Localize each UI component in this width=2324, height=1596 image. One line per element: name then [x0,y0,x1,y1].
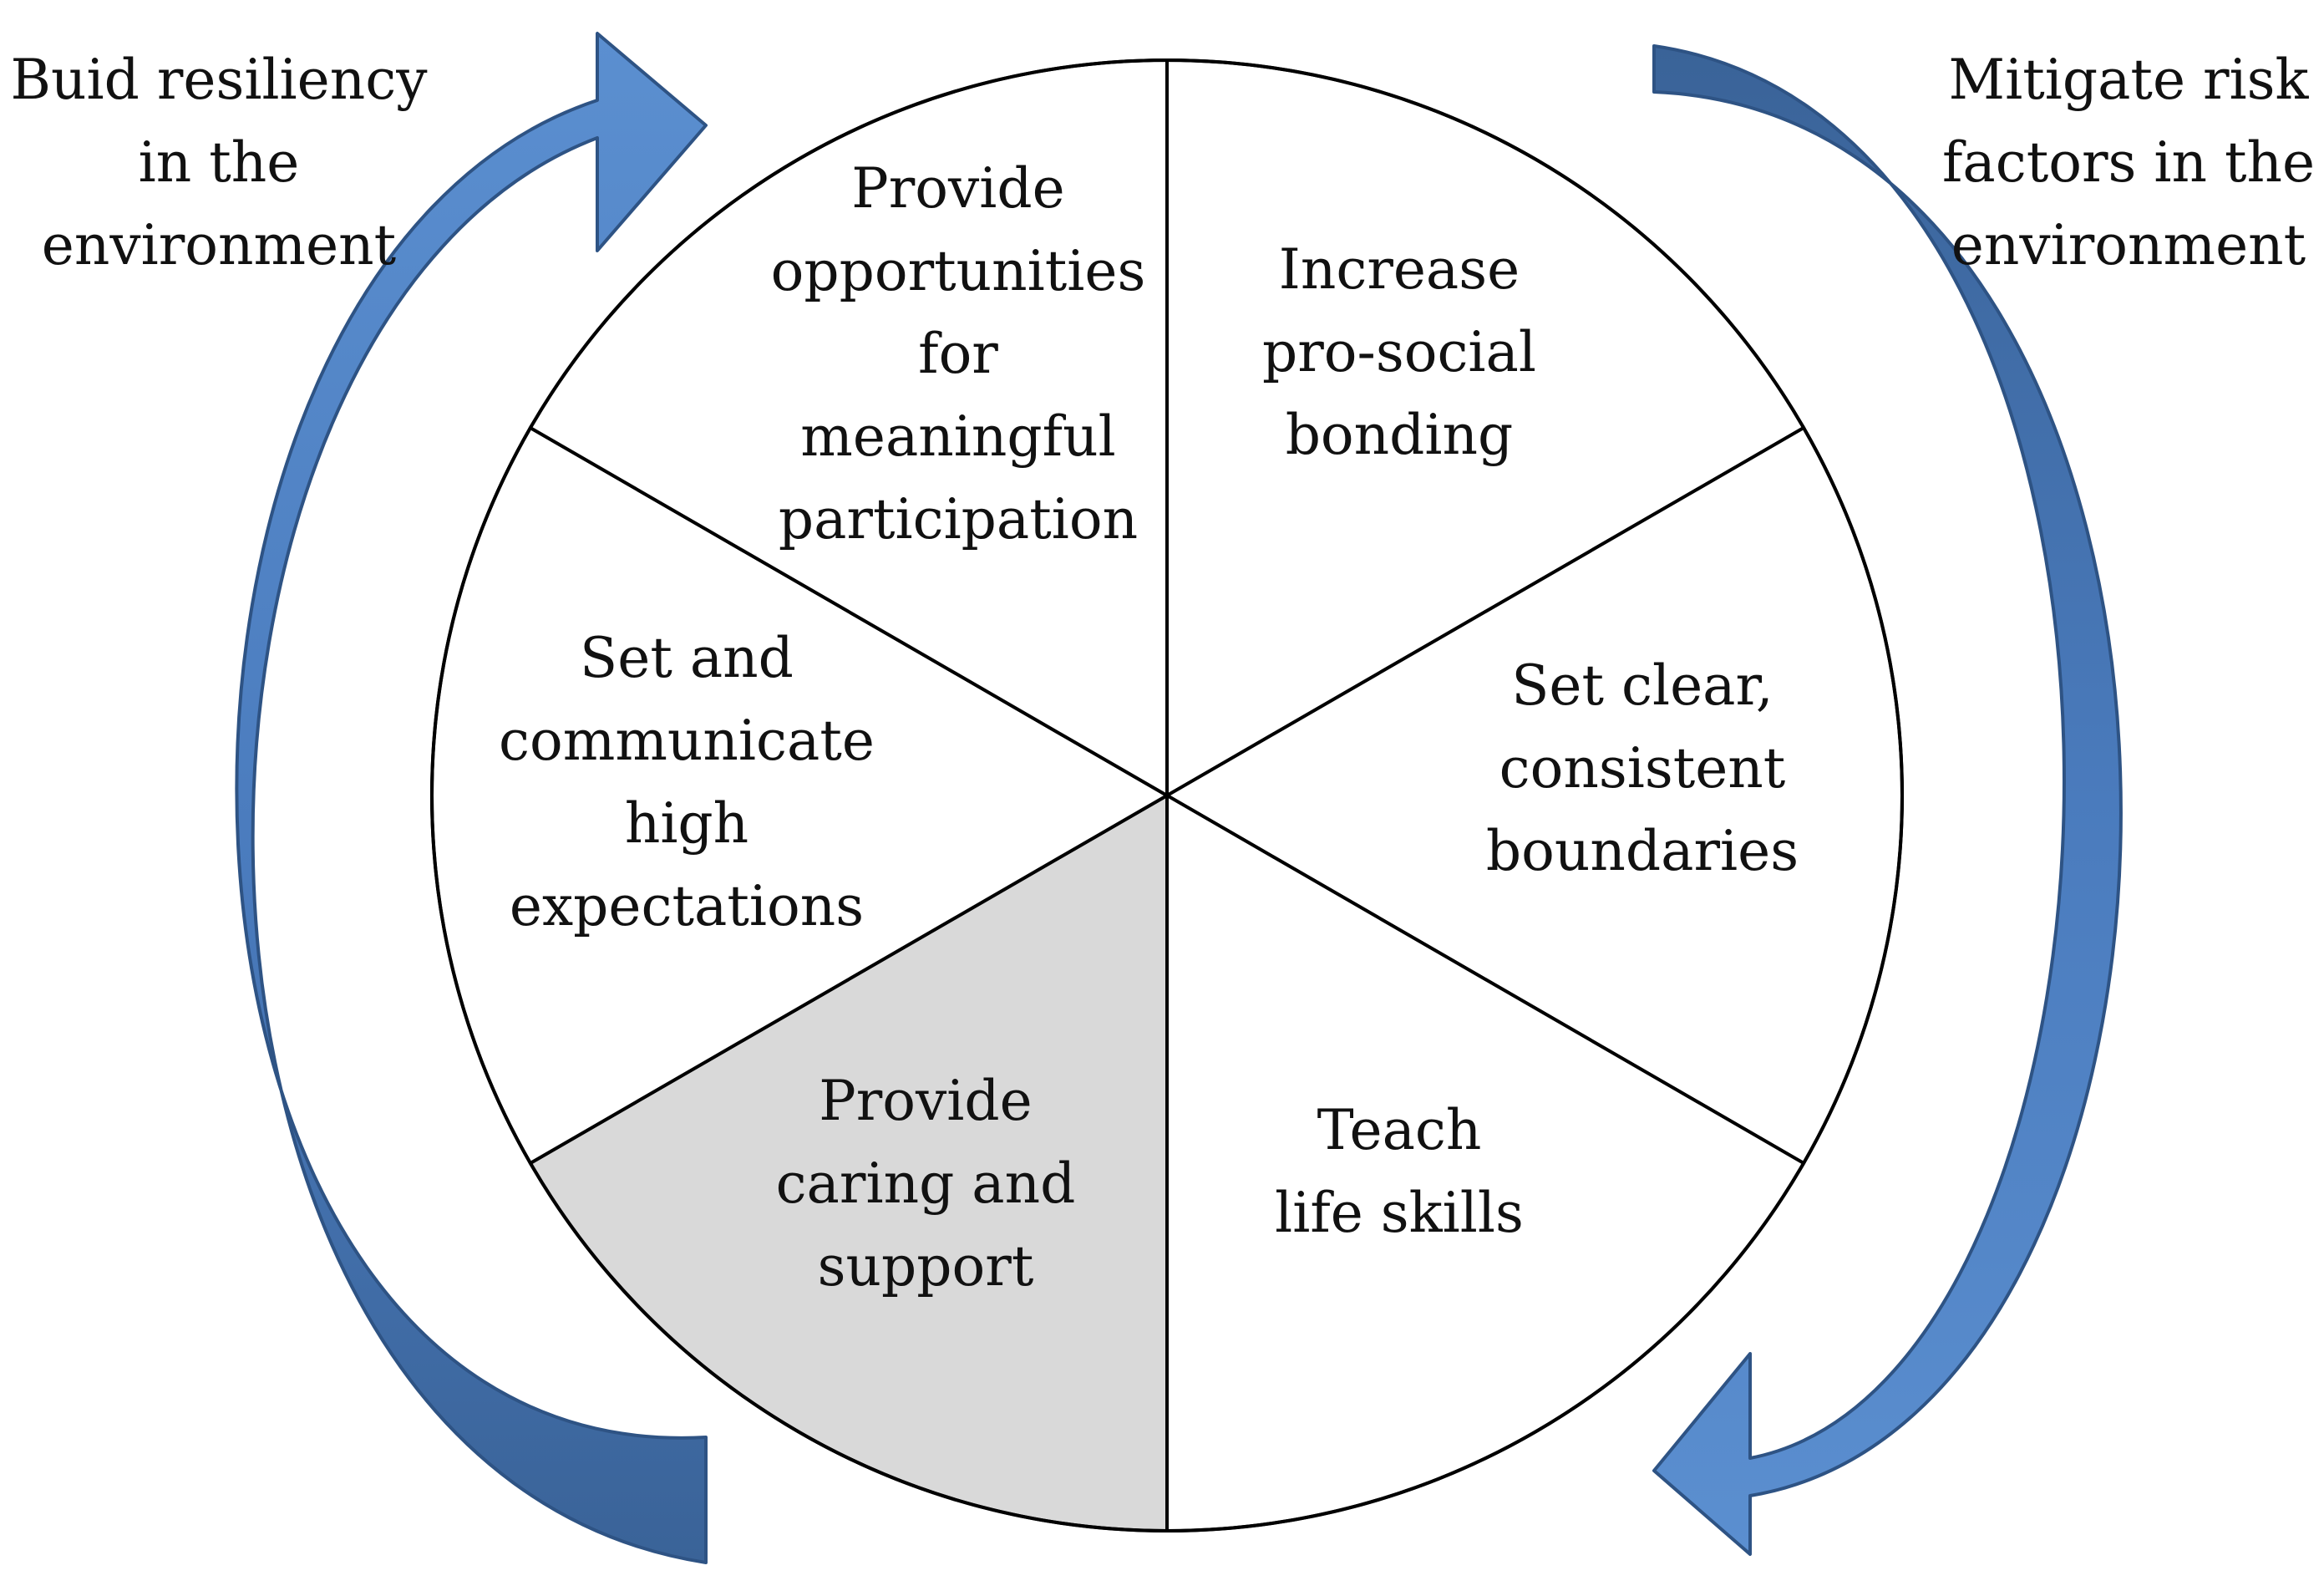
left-cycle-arrow [235,32,708,1564]
segment-label: Set clear, consistent boundaries [1486,653,1799,883]
segment-label-line: support [818,1234,1034,1299]
segment-label-line: Provide [819,1069,1032,1133]
segment-label-line: Provide [851,156,1064,221]
segment-label-line: participation [779,487,1138,551]
caption-line: Buid resiliency [11,48,429,112]
caption-line: Mitigate risk [1949,48,2310,112]
segment-label-line: bonding [1286,403,1514,467]
right-cycle-arrow [1652,44,2123,1556]
caption-line: environment [42,213,396,277]
segment-label-line: expectations [510,874,864,938]
segment-label-line: boundaries [1486,819,1799,883]
segment-label: Provide caring and support [776,1069,1076,1299]
segment-label-line: Teach [1317,1098,1482,1162]
segment-label-line: for [918,322,998,386]
segment-label: Set and communicate high expectations [499,626,875,938]
left-caption: Buid resiliency in the environment [11,48,429,277]
segment-label: Increase pro-social bonding [1262,237,1536,467]
segment-label-line: Set and [580,626,794,690]
segment-label-line: high [625,791,748,856]
segment-label-line: Increase [1279,237,1520,302]
segment-label-line: Set clear, [1511,653,1773,718]
caption-line: factors in the [1942,130,2315,195]
segment-label: Teach life skills [1275,1098,1524,1245]
segment-label-line: life skills [1275,1181,1524,1245]
segment-label: Provide opportunities for meaningful partici… [771,156,1146,551]
wheel-rim [430,58,1904,1532]
segment-label-line: meaningful [800,404,1115,469]
segment-label-line: pro-social [1262,320,1536,384]
right-caption: Mitigate risk factors in the environment [1942,48,2315,277]
segment-label-line: opportunities [771,239,1146,303]
segment-label-line: caring and [776,1151,1076,1216]
segment-label-line: consistent [1499,736,1786,801]
caption-line: environment [1951,213,2306,277]
segment-label-line: communicate [499,709,875,773]
caption-line: in the [139,130,300,195]
